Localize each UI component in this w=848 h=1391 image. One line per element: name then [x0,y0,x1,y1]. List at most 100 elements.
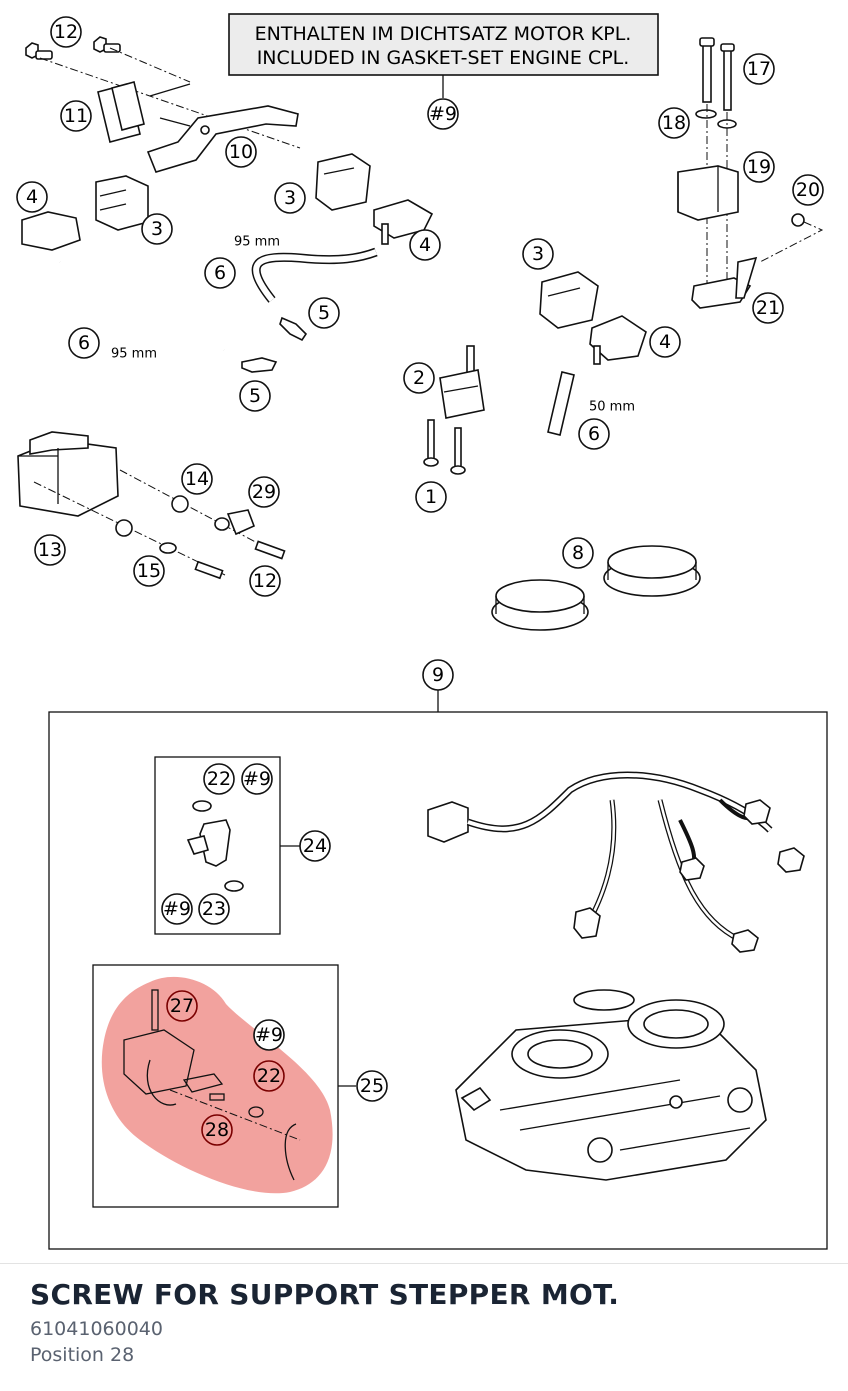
svg-text:4: 4 [26,186,38,208]
callout-5[interactable]: 5 [308,297,340,329]
part-info-panel: SCREW FOR SUPPORT STEPPER MOT. 610410600… [0,1263,848,1391]
svg-text:3: 3 [532,243,544,265]
svg-text:12: 12 [54,21,78,43]
callout-6[interactable]: 6 [68,327,100,359]
dimension-label: 50 mm [589,400,635,415]
svg-text:25: 25 [360,1075,384,1097]
callout-12[interactable]: 12 [249,565,281,597]
svg-text:4: 4 [659,331,671,353]
svg-text:18: 18 [662,112,686,134]
callout-13[interactable]: 13 [34,534,66,566]
svg-text:22: 22 [257,1065,281,1087]
callout-3[interactable]: 3 [274,182,306,214]
callout-17[interactable]: 17 [743,53,775,85]
note-line-2: INCLUDED IN GASKET-SET ENGINE CPL. [257,47,630,69]
callout-1[interactable]: 1 [415,481,447,513]
svg-text:19: 19 [747,156,771,178]
svg-text:2: 2 [413,367,425,389]
svg-text:23: 23 [202,898,226,920]
callout-29[interactable]: 29 [248,476,280,508]
callout-24[interactable]: 24 [299,830,331,862]
svg-text:1: 1 [425,486,437,508]
callout-ref-9[interactable]: #9 [241,763,273,795]
svg-text:5: 5 [249,385,261,407]
callout-11[interactable]: 11 [60,100,92,132]
callout-4[interactable]: 4 [409,229,441,261]
callout-4[interactable]: 4 [649,326,681,358]
stepper-parts [123,989,301,1181]
callout-21[interactable]: 21 [752,292,784,324]
svg-text:9: 9 [432,664,444,686]
callout-ref-9[interactable]: #9 [253,1019,285,1051]
exploded-parts-diagram: ENTHALTEN IM DICHTSATZ MOTOR KPL. INCLUD… [16,13,828,1250]
svg-text:22: 22 [207,768,231,790]
control-unit-assembly [17,431,286,580]
callout-22[interactable]: 22 [253,1060,285,1092]
callout-3[interactable]: 3 [141,213,173,245]
callout-19[interactable]: 19 [743,151,775,183]
throttle-body-frame [48,711,828,1250]
svg-text:6: 6 [214,262,226,284]
svg-text:12: 12 [253,570,277,592]
svg-text:6: 6 [588,423,600,445]
callout-18[interactable]: 18 [658,107,690,139]
svg-text:27: 27 [170,995,194,1017]
svg-text:20: 20 [796,179,820,201]
part-position: Position 28 [30,1344,135,1366]
svg-text:24: 24 [303,835,327,857]
callout-20[interactable]: 20 [792,174,824,206]
part-title: SCREW FOR SUPPORT STEPPER MOT. [30,1278,620,1311]
wiring-harness [427,771,805,953]
svg-text:29: 29 [252,481,276,503]
gasket-set-note: ENTHALTEN IM DICHTSATZ MOTOR KPL. INCLUD… [228,13,659,98]
dimension-label: 95 mm [234,235,280,250]
svg-text:13: 13 [38,539,62,561]
callout-15[interactable]: 15 [133,555,165,587]
callout-28[interactable]: 28 [201,1114,233,1146]
sensor-group-left [21,153,434,373]
callout-6[interactable]: 6 [578,418,610,450]
svg-text:8: 8 [572,542,584,564]
callout-25[interactable]: 25 [356,1070,388,1102]
svg-text:#9: #9 [163,898,191,920]
callout-14[interactable]: 14 [181,463,213,495]
callout-ref-9[interactable]: #9 [427,98,459,130]
callout-23[interactable]: 23 [198,893,230,925]
callout-6[interactable]: 6 [204,257,236,289]
part-number: 61041060040 [30,1318,163,1340]
callout-27[interactable]: 27 [166,990,198,1022]
callouts: 12 11 10 #9 17 18 19 20 21 4 3 3 4 6 5 6… [16,16,824,1146]
svg-text:28: 28 [205,1119,229,1141]
svg-text:3: 3 [284,187,296,209]
svg-text:11: 11 [64,105,88,127]
svg-text:#9: #9 [243,768,271,790]
svg-text:17: 17 [747,58,771,80]
svg-text:21: 21 [756,297,780,319]
svg-text:#9: #9 [429,103,457,125]
note-line-1: ENTHALTEN IM DICHTSATZ MOTOR KPL. [255,23,632,45]
svg-text:10: 10 [229,141,253,163]
stepper-bracket-assembly [677,37,824,309]
callout-12[interactable]: 12 [50,16,82,48]
callout-9[interactable]: 9 [422,659,454,691]
callout-8[interactable]: 8 [562,537,594,569]
callout-4[interactable]: 4 [16,181,48,213]
callout-ref-9[interactable]: #9 [161,893,193,925]
svg-text:#9: #9 [255,1024,283,1046]
svg-text:14: 14 [185,468,209,490]
callout-5[interactable]: 5 [239,380,271,412]
intake-rubbers [491,545,701,631]
callout-22[interactable]: 22 [203,763,235,795]
svg-text:5: 5 [318,302,330,324]
callout-10[interactable]: 10 [225,136,257,168]
svg-text:4: 4 [419,234,431,256]
callout-3[interactable]: 3 [522,238,554,270]
injector-parts [186,800,244,892]
bracket-assembly [25,36,301,173]
dimension-label: 95 mm [111,347,157,362]
sensor-group-right [423,271,647,475]
callout-2[interactable]: 2 [403,362,435,394]
svg-text:15: 15 [137,560,161,582]
throttle-body [455,989,767,1181]
svg-text:6: 6 [78,332,90,354]
